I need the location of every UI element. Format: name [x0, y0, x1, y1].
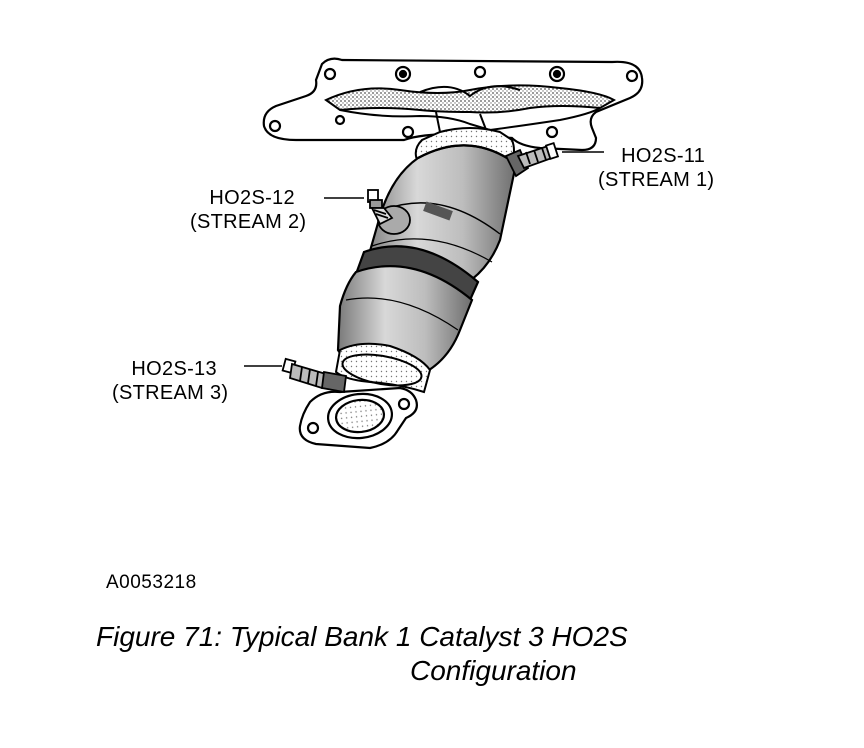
label-ho2s-11-stream: (STREAM 1): [598, 169, 715, 191]
outlet-neck: [334, 342, 432, 394]
sensor-ho2s-11: [504, 141, 560, 178]
bolt-hole: [473, 65, 487, 79]
caption-line-2: Configuration: [410, 655, 577, 686]
label-ho2s-11-name: HO2S-11: [621, 145, 706, 167]
label-ho2s-13: HO2S-13 (STREAM 3): [112, 357, 228, 405]
bolt-hole: [545, 125, 559, 139]
figure-caption: Figure 71: Typical Bank 1 Catalyst 3 HO2…: [96, 620, 816, 688]
manifold-runners: [324, 84, 617, 141]
label-ho2s-11: HO2S-11 (STREAM 1): [598, 144, 714, 192]
bolt-hole: [401, 125, 415, 139]
bolt-hole: [306, 421, 320, 435]
bolt-hole: [268, 119, 282, 133]
label-ho2s-12-stream: (STREAM 2): [190, 211, 307, 233]
label-ho2s-13-name: HO2S-13: [131, 358, 217, 380]
sensor-ho2s-13: [281, 357, 347, 394]
outlet-flange: [298, 386, 418, 450]
figure-id: A0053218: [106, 572, 197, 593]
bolt-hole: [398, 69, 408, 79]
bolt-hole: [334, 114, 346, 126]
bolt-hole: [397, 397, 411, 411]
bolt-hole: [323, 67, 337, 81]
caption-line-1: Figure 71: Typical Bank 1 Catalyst 3 HO2…: [96, 621, 628, 652]
bolt-hole: [552, 69, 562, 79]
bolt-hole: [625, 69, 639, 83]
sensor-ho2s-12: [367, 189, 411, 235]
label-ho2s-12-name: HO2S-12: [209, 187, 295, 209]
label-ho2s-12: HO2S-12 (STREAM 2): [190, 186, 306, 234]
label-ho2s-13-stream: (STREAM 3): [112, 382, 229, 404]
